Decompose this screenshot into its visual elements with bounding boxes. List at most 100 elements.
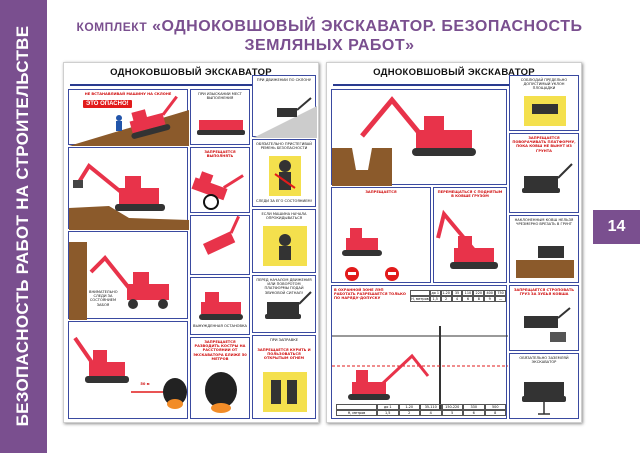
table-top-cell: 9	[484, 296, 496, 302]
label-refuel: ПРИ ЗАПРАВКЕ	[269, 338, 299, 342]
table-bottom-header: 35-110	[420, 404, 442, 410]
bucket-angle-illustration	[516, 246, 574, 278]
label-face: ВНИМАТЕЛЬНО СЛЕДИ ЗА СОСТОЯНИЕМ ЗАБОЯ	[89, 290, 118, 307]
slope-driving-illustration	[253, 97, 317, 138]
left-poster-title-underline	[70, 84, 312, 86]
table-bottom-cell: 5	[441, 410, 463, 416]
excavator-face-illustration	[69, 242, 169, 320]
power-line-illustration	[332, 326, 508, 410]
label-forbidden: ЗАПРЕЩАЕТСЯ ВЫПОЛНЯТЬ	[204, 150, 236, 159]
table-bottom-header: до 1	[377, 404, 399, 410]
table-top-cell: Н, метров	[410, 296, 430, 302]
label-slope-limit: СОБЛЮДАЙ ПРЕДЕЛЬНО ДОПУСТИМЫЙ УКЛОН ПЛОЩ…	[520, 78, 568, 91]
cell-slope-work	[68, 147, 189, 230]
label-inspection: ПРИ ИЗЫСКАНИИ МЕСТ ВЫПОЛНЕНИЯ	[198, 92, 242, 101]
signal-excavator-illustration	[265, 291, 312, 319]
table-bottom: до 1 1-20 35-110 150-220 330 500 Н, метр…	[336, 404, 506, 416]
excavator-arm-illustration	[436, 209, 498, 269]
label-slope-driving: ПРИ ДВИЖЕНИИ ПО СКЛОНУ	[256, 78, 312, 82]
smoke-illustration	[205, 372, 237, 413]
tracks-diagram	[197, 120, 245, 135]
table-top-cell: 8	[473, 296, 485, 302]
cell-slope-driving: ПРИ ДВИЖЕНИИ ПО СКЛОНУ	[252, 75, 317, 138]
label-no-rotate: ЗАПРЕЩАЕТСЯ ПОВОРАЧИВАТЬ ПЛАТФОРМУ, ПОКА…	[512, 136, 576, 153]
right-poster-title: ОДНОКОВШОВЫЙ ЭКСКАВАТОР	[373, 67, 535, 78]
label-no-smoking: ЗАПРЕЩАЕТСЯ КУРИТЬ И ПОЛЬЗОВАТЬСЯ ОТКРЫТ…	[257, 348, 311, 361]
label-sound-signal: ПЕРЕД НАЧАЛОМ ДВИЖЕНИЯ ИЛИ ПОВОРОТОМ ПЛА…	[256, 278, 312, 295]
excavator-trench-illustration	[332, 96, 476, 186]
title-main: «ОДНОКОВШОВЫЙ ЭКСКАВАТОР. БЕЗОПАСНОСТЬ	[152, 18, 583, 35]
header: КОМПЛЕКТ «ОДНОКОВШОВЫЙ ЭКСКАВАТОР. БЕЗОП…	[47, 0, 640, 62]
slope-limit-icon	[524, 96, 566, 126]
tilting-excavator-illustration	[191, 171, 244, 210]
page-title-line-1: КОМПЛЕКТ «ОДНОКОВШОВЫЙ ЭКСКАВАТОР. БЕЗОП…	[33, 18, 626, 36]
sling-illustration	[524, 307, 571, 342]
table-top-header: 110	[462, 290, 474, 296]
cell-fire-distance: 50 м	[68, 321, 188, 419]
cell-forbidden-slope: ЗАПРЕЩАЕТСЯ ВЫПОЛНЯТЬ	[190, 147, 250, 213]
excavator-fire-illustration	[73, 336, 187, 409]
cell-seatbelt: ОБЯЗАТЕЛЬНО ПРИСТЕГИВАЙ РЕМЕНЬ БЕЗОПАСНО…	[252, 139, 316, 207]
table-top-cell: 6	[462, 296, 474, 302]
table-bottom-header: 330	[463, 404, 485, 410]
cell-if-tipping: ЕСЛИ МАШИНА НАЧАЛА ОПРОКИДЫВАТЬСЯ	[252, 209, 316, 273]
table-bottom-row: до 1 1-20 35-110 150-220 330 500	[336, 404, 506, 410]
page-number-tab: 14	[593, 210, 640, 244]
cell-bucket-angle: НАКЛОНЕННЫМ КОВШ НЕЛЬЗЯ ЧРЕЗМЕРНО ВРЕЗАТ…	[509, 215, 579, 283]
left-poster-title: ОДНОКОВШОВЫЙ ЭКСКАВАТОР	[110, 67, 272, 78]
excavator-slope-illustration	[69, 95, 189, 146]
cabin-icon	[263, 226, 307, 266]
left-poster: ОДНОКОВШОВЫЙ ЭКСКАВАТОР НЕ ВСТАНАВЛИВАЙ …	[63, 62, 319, 423]
title-prefix: КОМПЛЕКТ	[76, 20, 148, 34]
table-top-header: до 1	[429, 290, 441, 296]
table-top-row: до 1 1-20 35 110 220 400 750	[410, 290, 507, 296]
cell-site-inspection: ПРИ ИЗЫСКАНИИ МЕСТ ВЫПОЛНЕНИЯ	[190, 89, 250, 145]
tipping-illustration	[203, 215, 241, 255]
table-bottom-cell: 4	[420, 410, 442, 416]
table-bottom-cell: 1,5	[377, 410, 399, 416]
forced-stop-illustration	[199, 292, 243, 320]
table-top-header: 1-20	[440, 290, 452, 296]
cell-trench	[331, 89, 507, 186]
table-bottom-cell: 6	[463, 410, 485, 416]
refuel-icon	[263, 372, 307, 412]
cell-no-teeth-sling: ЗАПРЕЩАЕТСЯ СТРОПОВАТЬ ГРУЗ ЗА ЗУБЬЯ КОВ…	[509, 285, 579, 351]
cell-tipping	[190, 215, 250, 275]
grounding-illustration	[522, 382, 566, 415]
table-bottom-header: 500	[484, 404, 506, 410]
seatbelt-icon	[269, 156, 301, 196]
cell-bucket-load: ЗАПРЕЩАЕТСЯ	[331, 187, 431, 283]
table-top: до 1 1-20 35 110 220 400 750 Н, метров 1…	[410, 290, 507, 302]
label-power-line: В ОХРАННОЙ ЗОНЕ ЛЭП РАБОТАТЬ РАЗРЕШАЕТСЯ…	[334, 288, 406, 301]
table-bottom-header: 150-220	[441, 404, 463, 410]
page-title-line-2: ЗЕМЛЯНЫХ РАБОТ»	[244, 37, 415, 54]
cell-forced-stop: ВЫНУЖДЕННАЯ ОСТАНОВКА	[190, 277, 250, 335]
label-50m: 50 м	[140, 382, 150, 386]
danger-badge: ЭТО ОПАСНО!	[83, 100, 132, 108]
label-no-teeth-sling: ЗАПРЕЩАЕТСЯ СТРОПОВАТЬ ГРУЗ ЗА ЗУБЬЯ КОВ…	[513, 288, 575, 297]
table-bottom-header: 1-20	[398, 404, 420, 410]
table-bottom-cell: Н, метров	[336, 410, 377, 416]
cell-sound-signal: ПЕРЕД НАЧАЛОМ ДВИЖЕНИЯ ИЛИ ПОВОРОТОМ ПЛА…	[252, 275, 316, 333]
cell-face-condition: ВНИМАТЕЛЬНО СЛЕДИ ЗА СОСТОЯНИЕМ ЗАБОЯ	[68, 231, 188, 320]
sidebar: БЕЗОПАСНОСТЬ РАБОТ НА СТРОИТЕЛЬСТВЕ	[0, 0, 47, 453]
label-move-load: ПЕРЕМЕЩАТЬСЯ С ПОДНЯТЫМ В КОВШЕ ГРУЗОМ	[437, 190, 503, 199]
cell-slope-limit: СОБЛЮДАЙ ПРЕДЕЛЬНО ДОПУСТИМЫЙ УКЛОН ПЛОЩ…	[509, 75, 579, 131]
table-bottom-header	[336, 404, 377, 410]
right-poster: ОДНОКОВШОВЫЙ ЭКСКАВАТОР СОБЛЮДАЙ ПРЕДЕЛЬ…	[326, 62, 582, 423]
table-top-cell: 4	[451, 296, 463, 302]
excavator-small-illustration	[342, 228, 399, 281]
excavator-slope-work-illustration	[69, 163, 189, 230]
table-top-header	[410, 290, 430, 296]
table-top-cell: —	[495, 296, 507, 302]
label-seatbelt: ОБЯЗАТЕЛЬНО ПРИСТЕГИВАЙ РЕМЕНЬ БЕЗОПАСНО…	[256, 142, 312, 151]
table-top-cell: 1,5	[429, 296, 441, 302]
table-top-header: 35	[451, 290, 463, 296]
cell-no-rotate: ЗАПРЕЩАЕТСЯ ПОВОРАЧИВАТЬ ПЛАТФОРМУ, ПОКА…	[509, 133, 579, 213]
cell-move-load: ПЕРЕМЕЩАТЬСЯ С ПОДНЯТЫМ В КОВШЕ ГРУЗОМ	[433, 187, 507, 283]
label-watch-condition: СЛЕДИ ЗА ЕГО СОСТОЯНИЕМ!	[255, 199, 313, 203]
label-bucket-angle: НАКЛОНЕННЫМ КОВШ НЕЛЬЗЯ ЧРЕЗМЕРНО ВРЕЗАТ…	[514, 218, 574, 227]
label-if-tipping: ЕСЛИ МАШИНА НАЧАЛА ОПРОКИДЫВАТЬСЯ	[261, 212, 307, 221]
table-top-header: 750	[495, 290, 507, 296]
table-top-cell: 2	[440, 296, 452, 302]
